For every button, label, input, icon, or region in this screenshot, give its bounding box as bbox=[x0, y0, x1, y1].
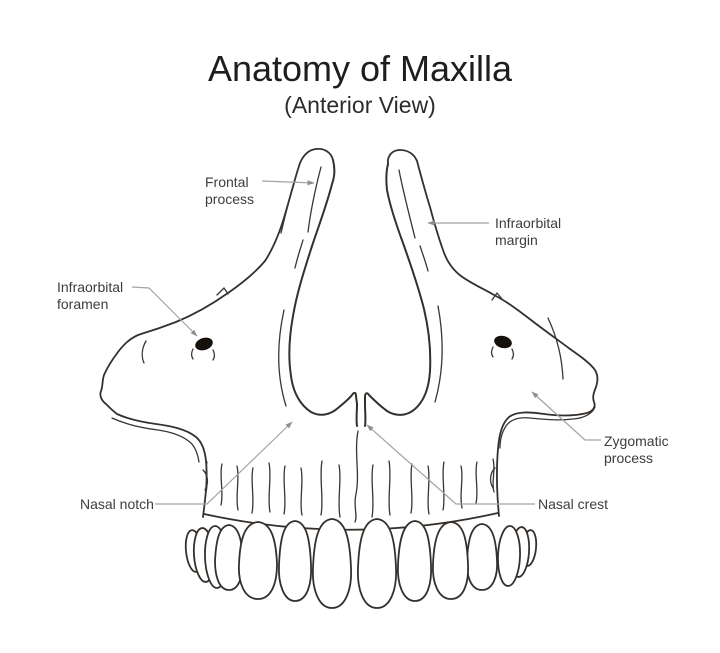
left-slope-notch-mark bbox=[216, 287, 229, 296]
tooth bbox=[397, 520, 432, 602]
root-line bbox=[268, 462, 271, 513]
zygomatic-process-label: Zygomatic bbox=[604, 433, 669, 449]
infraorbital-foramen-left-dot bbox=[190, 337, 216, 361]
root-line bbox=[205, 461, 208, 493]
nasal-notch-leader-line bbox=[155, 421, 293, 505]
tooth-central-incisor bbox=[357, 518, 397, 609]
right-wing-crease bbox=[547, 317, 564, 380]
annotation-infraorbital-foramen: Infraorbital foramen bbox=[57, 279, 198, 337]
infraorbital-margin-label: margin bbox=[495, 232, 538, 248]
root-line bbox=[410, 463, 413, 514]
zygomatic-process-label: process bbox=[604, 450, 653, 466]
page-title: Anatomy of Maxilla bbox=[208, 48, 513, 89]
infraorbital-foramen-label: foramen bbox=[57, 296, 108, 312]
left-process-crease bbox=[307, 166, 322, 233]
maxilla-drawing bbox=[99, 147, 599, 609]
root-line bbox=[460, 465, 463, 509]
foramen-whisker bbox=[212, 349, 216, 361]
infraorbital-foramen-label: Infraorbital bbox=[57, 279, 123, 295]
right-aperture-flank-crease bbox=[434, 305, 443, 403]
right-process-crease bbox=[398, 169, 416, 239]
tooth bbox=[432, 521, 469, 600]
root-impression-lines bbox=[205, 458, 495, 518]
right-process-lower-crease bbox=[419, 245, 429, 272]
root-line bbox=[251, 467, 254, 514]
root-line bbox=[442, 461, 445, 511]
foramen-dot bbox=[195, 337, 213, 351]
left-zygomatic-underside-line bbox=[111, 417, 200, 463]
foramen-whisker bbox=[190, 348, 194, 360]
right-body-outline bbox=[387, 149, 599, 517]
root-line bbox=[475, 461, 478, 504]
annotations: Frontal process Infraorbital margin Infr… bbox=[57, 174, 669, 512]
root-line bbox=[300, 467, 303, 516]
nasal-notch-label: Nasal notch bbox=[80, 496, 154, 512]
root-line bbox=[427, 465, 430, 515]
root-line bbox=[283, 465, 286, 515]
infraorbital-margin-label: Infraorbital bbox=[495, 215, 561, 231]
left-alveolar-curl bbox=[202, 469, 209, 491]
root-line bbox=[338, 464, 341, 518]
left-process-outer-crease bbox=[280, 183, 295, 234]
tooth bbox=[466, 523, 498, 591]
nasal-aperture-outline bbox=[288, 159, 432, 427]
root-line bbox=[388, 460, 391, 516]
frontal-process-leader-line bbox=[261, 180, 315, 186]
intermaxillary-suture-line bbox=[354, 430, 359, 523]
nasal-crest-label: Nasal crest bbox=[538, 496, 608, 512]
tooth-right-back bbox=[497, 525, 521, 587]
zygomatic-process-leader-line bbox=[531, 391, 601, 441]
foramen-dot bbox=[494, 335, 512, 349]
right-slope-notch-mark bbox=[491, 292, 503, 301]
annotation-frontal-process: Frontal process bbox=[205, 174, 315, 207]
infraorbital-foramen-right-dot bbox=[490, 335, 515, 360]
infraorbital-foramen-leader-line bbox=[131, 286, 198, 337]
bone-surface-details bbox=[111, 166, 596, 523]
foramen-whisker bbox=[511, 348, 515, 360]
annotation-nasal-crest: Nasal crest bbox=[366, 424, 608, 512]
left-aperture-flank-crease bbox=[277, 309, 287, 407]
annotation-nasal-notch: Nasal notch bbox=[80, 421, 293, 512]
tooth bbox=[278, 520, 312, 602]
frontal-process-label: process bbox=[205, 191, 254, 207]
right-zygomatic-underside-line bbox=[499, 406, 596, 449]
tooth bbox=[238, 521, 278, 600]
left-wing-crease bbox=[141, 340, 147, 364]
root-line bbox=[236, 465, 239, 511]
left-process-lower-crease bbox=[294, 239, 304, 269]
page-subtitle: (Anterior View) bbox=[284, 92, 436, 118]
frontal-process-label: Frontal bbox=[205, 174, 249, 190]
annotation-zygomatic-process: Zygomatic process bbox=[531, 391, 669, 466]
root-line bbox=[492, 458, 495, 493]
root-line bbox=[371, 464, 374, 518]
root-line bbox=[220, 463, 223, 506]
alveolar-border bbox=[203, 512, 499, 531]
tooth-central-incisor bbox=[312, 518, 352, 609]
teeth bbox=[184, 518, 538, 609]
root-line bbox=[320, 460, 323, 516]
annotation-infraorbital-margin: Infraorbital margin bbox=[427, 215, 561, 248]
nasal-crest-leader-line bbox=[366, 424, 535, 505]
foramen-whisker bbox=[490, 346, 494, 358]
